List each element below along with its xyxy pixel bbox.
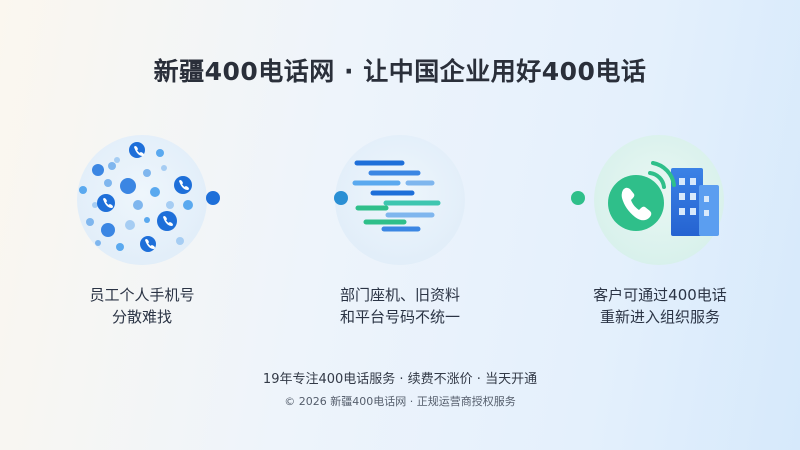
connector-line [206,191,585,205]
step3-caption-line2: 重新进入组织服务 [599,308,720,326]
page-title: 新疆400电话网 · 让中国企业用好400电话 [153,57,647,86]
messy-lines-icon [352,160,441,232]
step2-caption: 部门座机、旧资料 和平台号码不统一 [280,284,520,328]
footer-copyright: © 2026 新疆400电话网 · 正规运营商授权服务 [284,395,516,408]
step1-caption: 员工个人手机号 分散难找 [22,284,262,328]
step3-caption: 客户可通过400电话 重新进入组织服务 [540,284,780,328]
step3-caption-line1: 客户可通过400电话 [593,286,727,304]
phone-building-icon [608,161,719,236]
step2-caption-line2: 和平台号码不统一 [339,308,460,326]
step1-caption-line2: 分散难找 [111,308,172,326]
step2-circle [335,135,465,265]
step2-caption-line1: 部门座机、旧资料 [339,286,460,304]
step1-caption-line1: 员工个人手机号 [89,286,195,304]
footer-tagline: 19年专注400电话服务 · 续费不涨价 · 当天开通 [262,372,538,387]
scattered-phones-icon [79,142,193,252]
